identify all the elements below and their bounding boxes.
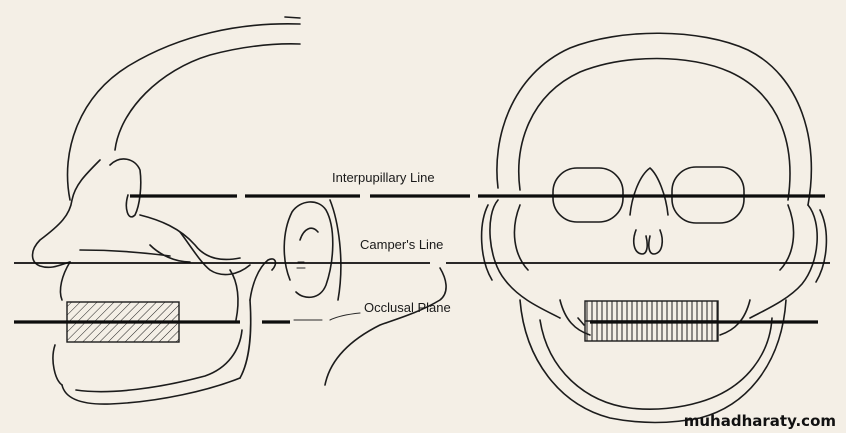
watermark: muhadharaty.com [684,412,836,430]
occlusal-plane-label: Occlusal Plane [364,300,451,315]
frontal-skull [480,32,828,424]
interpupillary-line-label: Interpupillary Line [332,170,435,185]
profile-skull [31,16,447,405]
campers-line-label: Camper's Line [360,237,443,252]
